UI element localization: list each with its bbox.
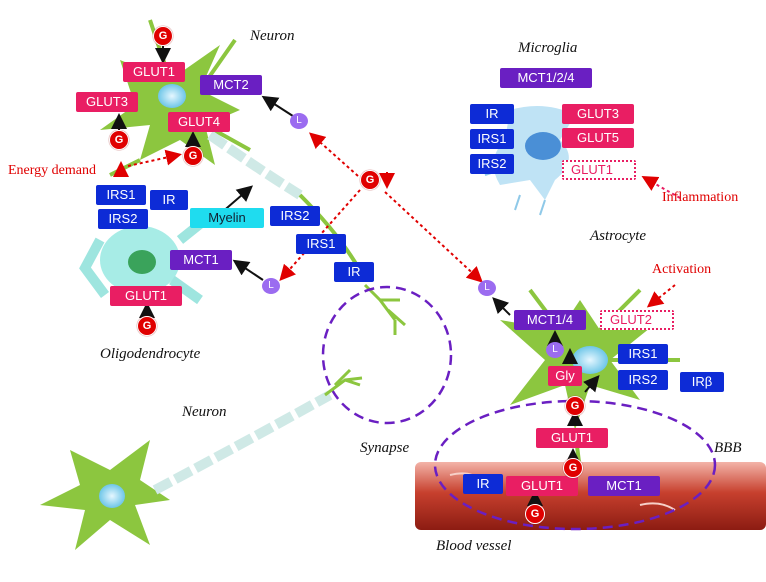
neuron-irs1-box: IRS1 bbox=[296, 234, 346, 254]
oligo-irs2-box: IRS2 bbox=[98, 209, 148, 229]
microglia-label: Microglia bbox=[518, 40, 578, 56]
activation-label: Activation bbox=[652, 262, 712, 277]
neuron-top-label: Neuron bbox=[250, 28, 295, 44]
astro-glut2-box: GLUT2 bbox=[600, 310, 674, 330]
microglia-glut3-box: GLUT3 bbox=[562, 104, 634, 124]
lactate-marker: L bbox=[546, 342, 564, 358]
neuron-ir-box: IR bbox=[334, 262, 374, 282]
energy-demand-label: Energy demand bbox=[8, 163, 96, 178]
oligo-glut1-box: GLUT1 bbox=[110, 286, 182, 306]
neuron-mct2-box: MCT2 bbox=[200, 75, 262, 95]
oligo-mct1-box: MCT1 bbox=[170, 250, 232, 270]
inflammation-label: Inflammation bbox=[662, 190, 739, 205]
astro-glut1-box: GLUT1 bbox=[536, 428, 608, 448]
bottom-neuron-cell bbox=[40, 368, 363, 550]
oligodendrocyte-label: Oligodendrocyte bbox=[100, 346, 201, 362]
microglia-glut5-box: GLUT5 bbox=[562, 128, 634, 148]
glucose-marker: G bbox=[360, 170, 380, 190]
glucose-marker: G bbox=[183, 146, 203, 166]
synapse-outline bbox=[321, 285, 453, 425]
microglia-irs1-box: IRS1 bbox=[470, 129, 514, 149]
glucose-marker: G bbox=[153, 26, 173, 46]
astro-irb-box: IRβ bbox=[680, 372, 724, 392]
oligodendrocyte-cell bbox=[79, 216, 209, 305]
lactate-marker: L bbox=[262, 278, 280, 294]
lactate-marker: L bbox=[290, 113, 308, 129]
synapse-label: Synapse bbox=[360, 440, 410, 456]
vessel-mct1-box: MCT1 bbox=[588, 476, 660, 496]
bbb-label: BBB bbox=[714, 440, 742, 456]
astrocyte-label: Astrocyte bbox=[590, 228, 647, 244]
regulation-arrows bbox=[127, 132, 676, 308]
microglia-ir-box: IR bbox=[470, 104, 514, 124]
neuron-glut1-box: GLUT1 bbox=[123, 62, 185, 82]
microglia-irs2-box: IRS2 bbox=[470, 154, 514, 174]
microglia-glut1-box: GLUT1 bbox=[562, 160, 636, 180]
neuron-bottom-label: Neuron bbox=[182, 404, 227, 420]
myelin-box: Myelin bbox=[190, 208, 264, 228]
neuron-glut4-box: GLUT4 bbox=[168, 112, 230, 132]
neuron-irs2-box: IRS2 bbox=[270, 206, 320, 226]
microglia-mct-box: MCT1/2/4 bbox=[500, 68, 592, 88]
astro-irs2-box: IRS2 bbox=[618, 370, 668, 390]
inflammation-arrow bbox=[641, 176, 681, 199]
microglia-cell bbox=[484, 106, 575, 216]
neuron-glut3-box: GLUT3 bbox=[76, 92, 138, 112]
vessel-ir-box: IR bbox=[463, 474, 503, 494]
glucose-marker: G bbox=[137, 316, 157, 336]
astro-irs1-box: IRS1 bbox=[618, 344, 668, 364]
glucose-marker: G bbox=[109, 130, 129, 150]
oligo-irs1-box: IRS1 bbox=[96, 185, 146, 205]
astro-gly-box: Gly bbox=[548, 366, 582, 386]
oligo-ir-box: IR bbox=[150, 190, 188, 210]
vessel-glut1-box: GLUT1 bbox=[506, 476, 578, 496]
blood-vessel-label: Blood vessel bbox=[436, 538, 512, 554]
astro-mct-box: MCT1/4 bbox=[514, 310, 586, 330]
glucose-marker: G bbox=[525, 504, 545, 524]
glucose-marker: G bbox=[565, 396, 585, 416]
lactate-marker: L bbox=[478, 280, 496, 296]
glucose-marker: G bbox=[563, 458, 583, 478]
